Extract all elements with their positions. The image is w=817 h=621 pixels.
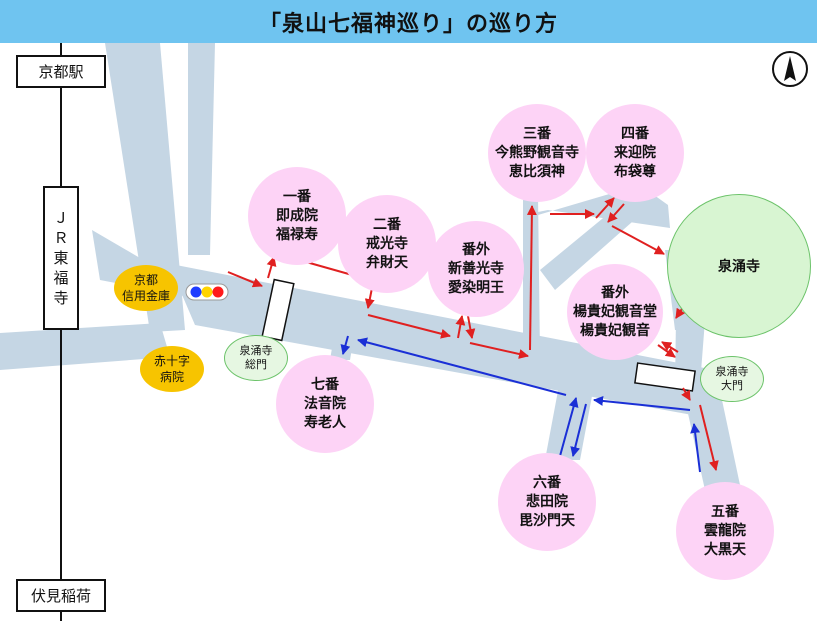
stop-4-raigoin: 四番 来迎院 布袋尊 [586, 104, 684, 202]
gate-label: 泉涌寺 [239, 344, 273, 357]
temple-name: 泉涌寺 [718, 259, 760, 275]
road-goban [685, 400, 740, 490]
stop-temple: 即成院 [276, 207, 318, 224]
landmark-kyoto-shinkin: 京都 信用金庫 [114, 265, 178, 311]
north-arrow-icon [772, 51, 808, 87]
route-arrow [340, 335, 351, 355]
station-kyoto: 京都駅 [16, 55, 106, 88]
stop-extra-shinzenkoji: 番外 新善光寺 愛染明王 [428, 221, 524, 317]
station-label-char: 福 [53, 269, 69, 287]
stop-number: 一番 [283, 188, 311, 205]
stop-deity: 寿老人 [304, 414, 346, 431]
stop-5-unryuin: 五番 雲龍院 大黒天 [676, 482, 774, 580]
stop-1-sokujoin: 一番 即成院 福禄寿 [248, 167, 346, 265]
page-title: 「泉山七福神巡り」の巡り方 [258, 11, 558, 37]
route-arrow [661, 341, 679, 353]
stop-temple: 楊貴妃観音堂 [573, 303, 657, 320]
route-arrow [657, 344, 676, 358]
station-label-char: 東 [53, 249, 69, 267]
landmark-red-cross-hospital: 赤十字 病院 [140, 346, 204, 392]
road-west [0, 323, 170, 370]
title-bar: 「泉山七福神巡り」の巡り方 [0, 0, 817, 43]
stop-number: 六番 [533, 474, 561, 491]
route-arrow [266, 256, 277, 279]
landmark-label: 赤十字 [153, 354, 190, 368]
stop-deity: 毘沙門天 [519, 512, 575, 529]
road-north-b [188, 43, 215, 255]
stop-number: 五番 [711, 503, 739, 520]
stop-temple: 来迎院 [614, 144, 656, 161]
gate-label: 泉涌寺 [715, 365, 749, 378]
stop-temple: 戒光寺 [366, 235, 408, 252]
station-label-char: Ｊ [53, 209, 69, 227]
stop-2-kaikoji: 二番 戒光寺 弁財天 [338, 195, 436, 293]
route-arrow [469, 342, 529, 359]
stop-deity: 福禄寿 [276, 226, 318, 243]
stop-deity: 楊貴妃観音 [580, 322, 650, 339]
stop-deity: 大黒天 [704, 541, 746, 558]
station-jr-tofukuji: Ｊ Ｒ 東 福 寺 [43, 186, 79, 330]
route-arrow [681, 387, 691, 401]
stop-3-imakumano: 三番 今熊野観音寺 恵比須神 [488, 104, 586, 202]
gate-label: 総門 [245, 358, 267, 371]
stop-number: 番外 [462, 241, 490, 258]
route-arrow [570, 403, 587, 457]
route-arrow [699, 404, 719, 471]
station-fushimi-inari: 伏見稲荷 [16, 579, 106, 612]
stop-number: 三番 [523, 125, 551, 142]
stop-7-hoonin: 七番 法音院 寿老人 [276, 355, 374, 453]
route-arrow [559, 397, 579, 457]
stop-number: 番外 [601, 284, 629, 301]
station-label-char: 寺 [53, 289, 69, 307]
landmark-label: 京都 [133, 273, 158, 287]
gate-marker-daimon [634, 362, 696, 392]
route-arrow [227, 271, 263, 288]
stop-deity: 愛染明王 [448, 279, 504, 296]
route-arrow [364, 287, 375, 309]
landmark-label: 病院 [159, 370, 184, 384]
landmark-label: 信用金庫 [121, 289, 170, 303]
stop-number: 二番 [373, 216, 401, 233]
stop-6-hidenin: 六番 悲田院 毘沙門天 [498, 453, 596, 551]
route-arrow [607, 203, 625, 223]
route-arrow [593, 395, 691, 411]
route-arrow [595, 197, 615, 219]
stop-deity: 弁財天 [366, 254, 408, 271]
stop-temple: 悲田院 [526, 493, 568, 510]
route-arrow [455, 315, 466, 339]
route-arrow [611, 225, 665, 255]
gate-label: 大門 [721, 379, 743, 392]
stop-temple: 法音院 [304, 395, 346, 412]
route-blue-arrows [340, 335, 701, 473]
stop-extra-yokihi: 番外 楊貴妃観音堂 楊貴妃観音 [567, 264, 663, 360]
route-arrow [526, 205, 537, 351]
stop-temple: 新善光寺 [448, 260, 504, 277]
route-arrow [690, 423, 701, 473]
route-arrow [367, 314, 451, 339]
stop-temple: 今熊野観音寺 [495, 144, 579, 161]
stop-temple: 雲龍院 [704, 522, 746, 539]
road-north-a [105, 43, 185, 332]
stop-number: 四番 [621, 125, 649, 142]
station-label-char: Ｒ [53, 229, 69, 247]
route-arrow [465, 315, 476, 339]
stop-deity: 恵比須神 [509, 163, 565, 180]
road-taimon [675, 318, 705, 385]
traffic-light-icon [185, 283, 229, 301]
stop-number: 七番 [311, 376, 339, 393]
sennyuji-somon-gate: 泉涌寺 総門 [224, 335, 288, 381]
stop-deity: 布袋尊 [614, 163, 656, 180]
sennyuji-temple: 泉涌寺 [667, 194, 811, 338]
route-arrow [357, 337, 567, 396]
sennyuji-daimon-gate: 泉涌寺 大門 [700, 356, 764, 402]
